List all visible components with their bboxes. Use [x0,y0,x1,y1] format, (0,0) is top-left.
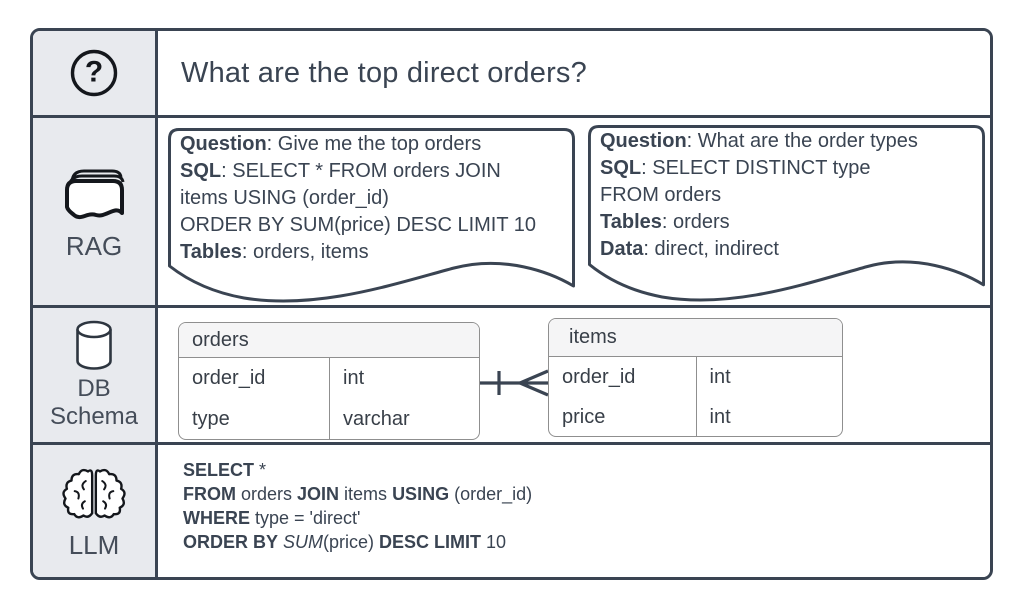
er-table-orders-body: order_id int type varchar [179,358,479,439]
brain-icon [60,462,128,524]
card-line: Tables: orders, items [180,241,369,263]
card-line: Data: direct, indirect [600,238,779,260]
er-cell: order_id [562,365,636,388]
rag-example-card-2: Question: What are the order types SQL: … [588,125,985,302]
er-table-items-header: items [549,319,842,357]
er-cell: int [695,397,843,436]
card-line: SQL: SELECT DISTINCT type [600,157,871,179]
db-row-sidebar: DB Schema [33,308,158,445]
documents-stack-icon [62,163,126,225]
one-to-many-connector-icon [480,369,549,397]
er-table-orders: orders order_id int type varchar [178,322,480,440]
er-table-items-body: order_id int price int [549,357,843,436]
er-table-orders-header: orders [179,323,479,358]
rag-label: RAG [65,230,123,261]
question-row-sidebar: ? [33,31,158,118]
llm-sql-output: SELECT * FROM orders JOIN items USING (o… [158,445,990,554]
er-table-items: items order_id int price int [548,318,843,437]
document-shape [168,128,575,303]
rag-example-card-1: Question: Give me the top orders SQL: SE… [168,128,575,303]
svg-text:?: ? [85,56,103,89]
db-label-line2: Schema [49,402,139,430]
sql-line: FROM orders JOIN items USING (order_id) [183,484,533,504]
card-line: Question: What are the order types [600,130,918,152]
card-line: Question: Give me the top orders [180,133,482,155]
er-cell: type [192,408,230,430]
card-line: ORDER BY SUM(price) DESC LIMIT 10 [180,214,537,236]
er-cell: int [329,358,479,399]
card-line: items USING (order_id) [180,187,389,209]
page-title: What are the top direct orders? [181,56,587,89]
er-cell: price [562,405,606,428]
sql-line: WHERE type = 'direct' [183,508,361,528]
llm-row-sidebar: LLM [33,445,158,577]
question-row-main: What are the top direct orders? [158,31,990,118]
database-cylinder-icon [73,320,115,370]
rag-row-sidebar: RAG [33,118,158,308]
card-line: FROM orders [600,184,722,206]
llm-row-main: SELECT * FROM orders JOIN items USING (o… [158,445,990,577]
pipeline-frame: ? What are the top direct orders? RAG [30,28,993,580]
rag-example-2-text: Question: What are the order types SQL: … [588,125,985,263]
card-line: Tables: orders [600,211,730,233]
rag-example-1-text: Question: Give me the top orders SQL: SE… [168,128,575,266]
document-shape [588,125,985,302]
db-row-main: orders order_id int type varchar items o… [158,308,990,445]
question-circle-icon: ? [69,48,119,98]
er-cell: order_id [192,367,266,389]
sql-line: ORDER BY SUM(price) DESC LIMIT 10 [183,532,507,552]
rag-row-main: Question: Give me the top orders SQL: SE… [158,118,990,308]
llm-label: LLM [68,530,120,560]
sql-line: SELECT * [183,460,267,480]
db-label-line1: DB [77,374,111,402]
card-line: SQL: SELECT * FROM orders JOIN [180,160,501,182]
er-cell: int [695,357,843,397]
er-cell: varchar [329,399,479,439]
